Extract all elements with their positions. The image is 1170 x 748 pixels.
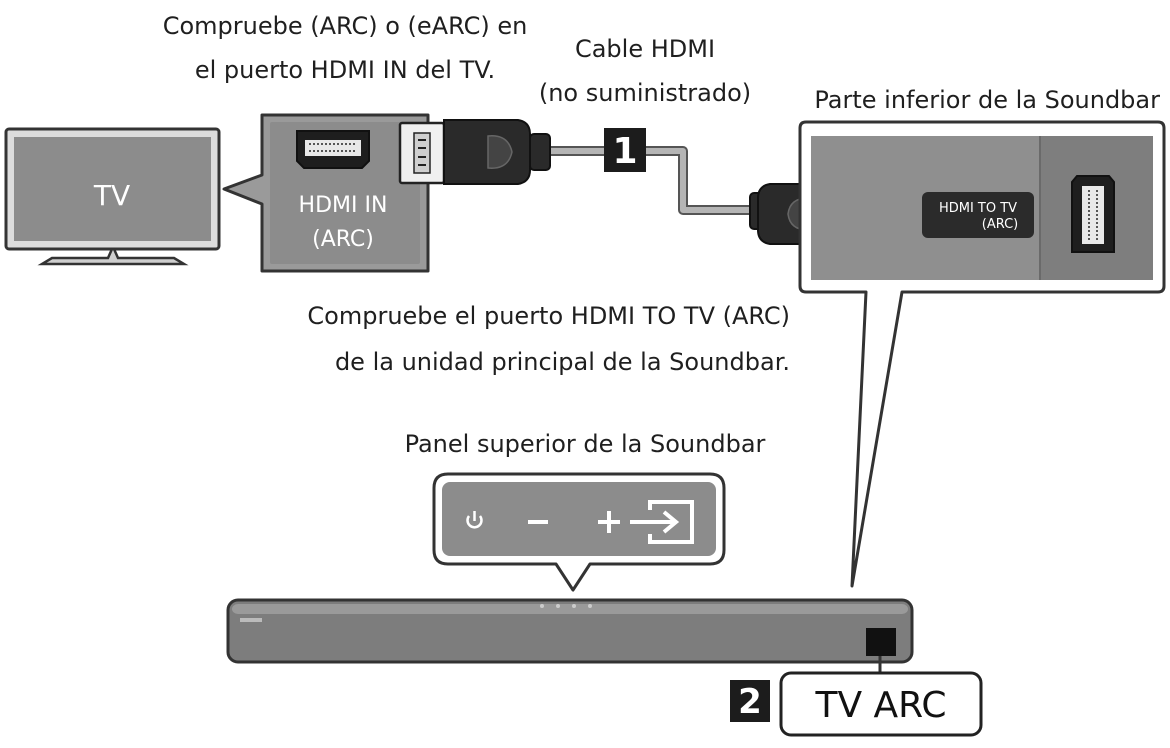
volume-up-icon [598, 511, 620, 533]
cable-label-line1: Cable HDMI [574, 35, 716, 63]
tv-label: TV [93, 179, 130, 212]
hdmi-plug-left-icon [398, 119, 551, 185]
tv-arc-label: TV ARC [814, 685, 946, 726]
soundbar-illustration [226, 598, 914, 664]
tv-illustration: TV [4, 127, 221, 266]
hdmi-in-label-line2: (ARC) [312, 227, 374, 252]
port-check-line1: Compruebe el puerto HDMI TO TV (ARC) [307, 302, 790, 330]
source-input-icon [630, 500, 694, 544]
cable-label-line2: (no suministrado) [538, 79, 752, 107]
hdmi-in-label-line1: HDMI IN [299, 193, 388, 218]
tv-arc-label-box: TV ARC [779, 671, 983, 737]
soundbar-bottom-callout: HDMI TO TV (ARC) [798, 120, 1166, 588]
step-2-number: 2 [738, 682, 762, 722]
hdmi-to-tv-label-line1: HDMI TO TV [939, 201, 1017, 216]
soundbar-bottom-label: Parte inferior de la Soundbar [814, 86, 1160, 114]
hdmi-cable [398, 119, 894, 245]
step-1-number: 1 [612, 131, 637, 172]
power-icon [466, 511, 483, 529]
port-check-line2: de la unidad principal de la Soundbar. [334, 348, 790, 376]
tv-arc-indicator [866, 628, 896, 656]
soundbar-top-label: Panel superior de la Soundbar [404, 430, 766, 458]
hdmi-in-callout: HDMI IN (ARC) [222, 113, 430, 273]
hdmi-to-tv-port-icon [1071, 175, 1115, 253]
step-1-badge: 1 [604, 128, 646, 172]
top-panel-callout [432, 472, 726, 592]
arc-check-line1: Compruebe (ARC) o (eARC) en [162, 12, 528, 40]
arc-check-line2: el puerto HDMI IN del TV. [194, 56, 496, 84]
hdmi-to-tv-label-line2: (ARC) [982, 217, 1019, 232]
hdmi-in-port-icon [296, 130, 370, 169]
step-2-badge: 2 [730, 680, 770, 722]
